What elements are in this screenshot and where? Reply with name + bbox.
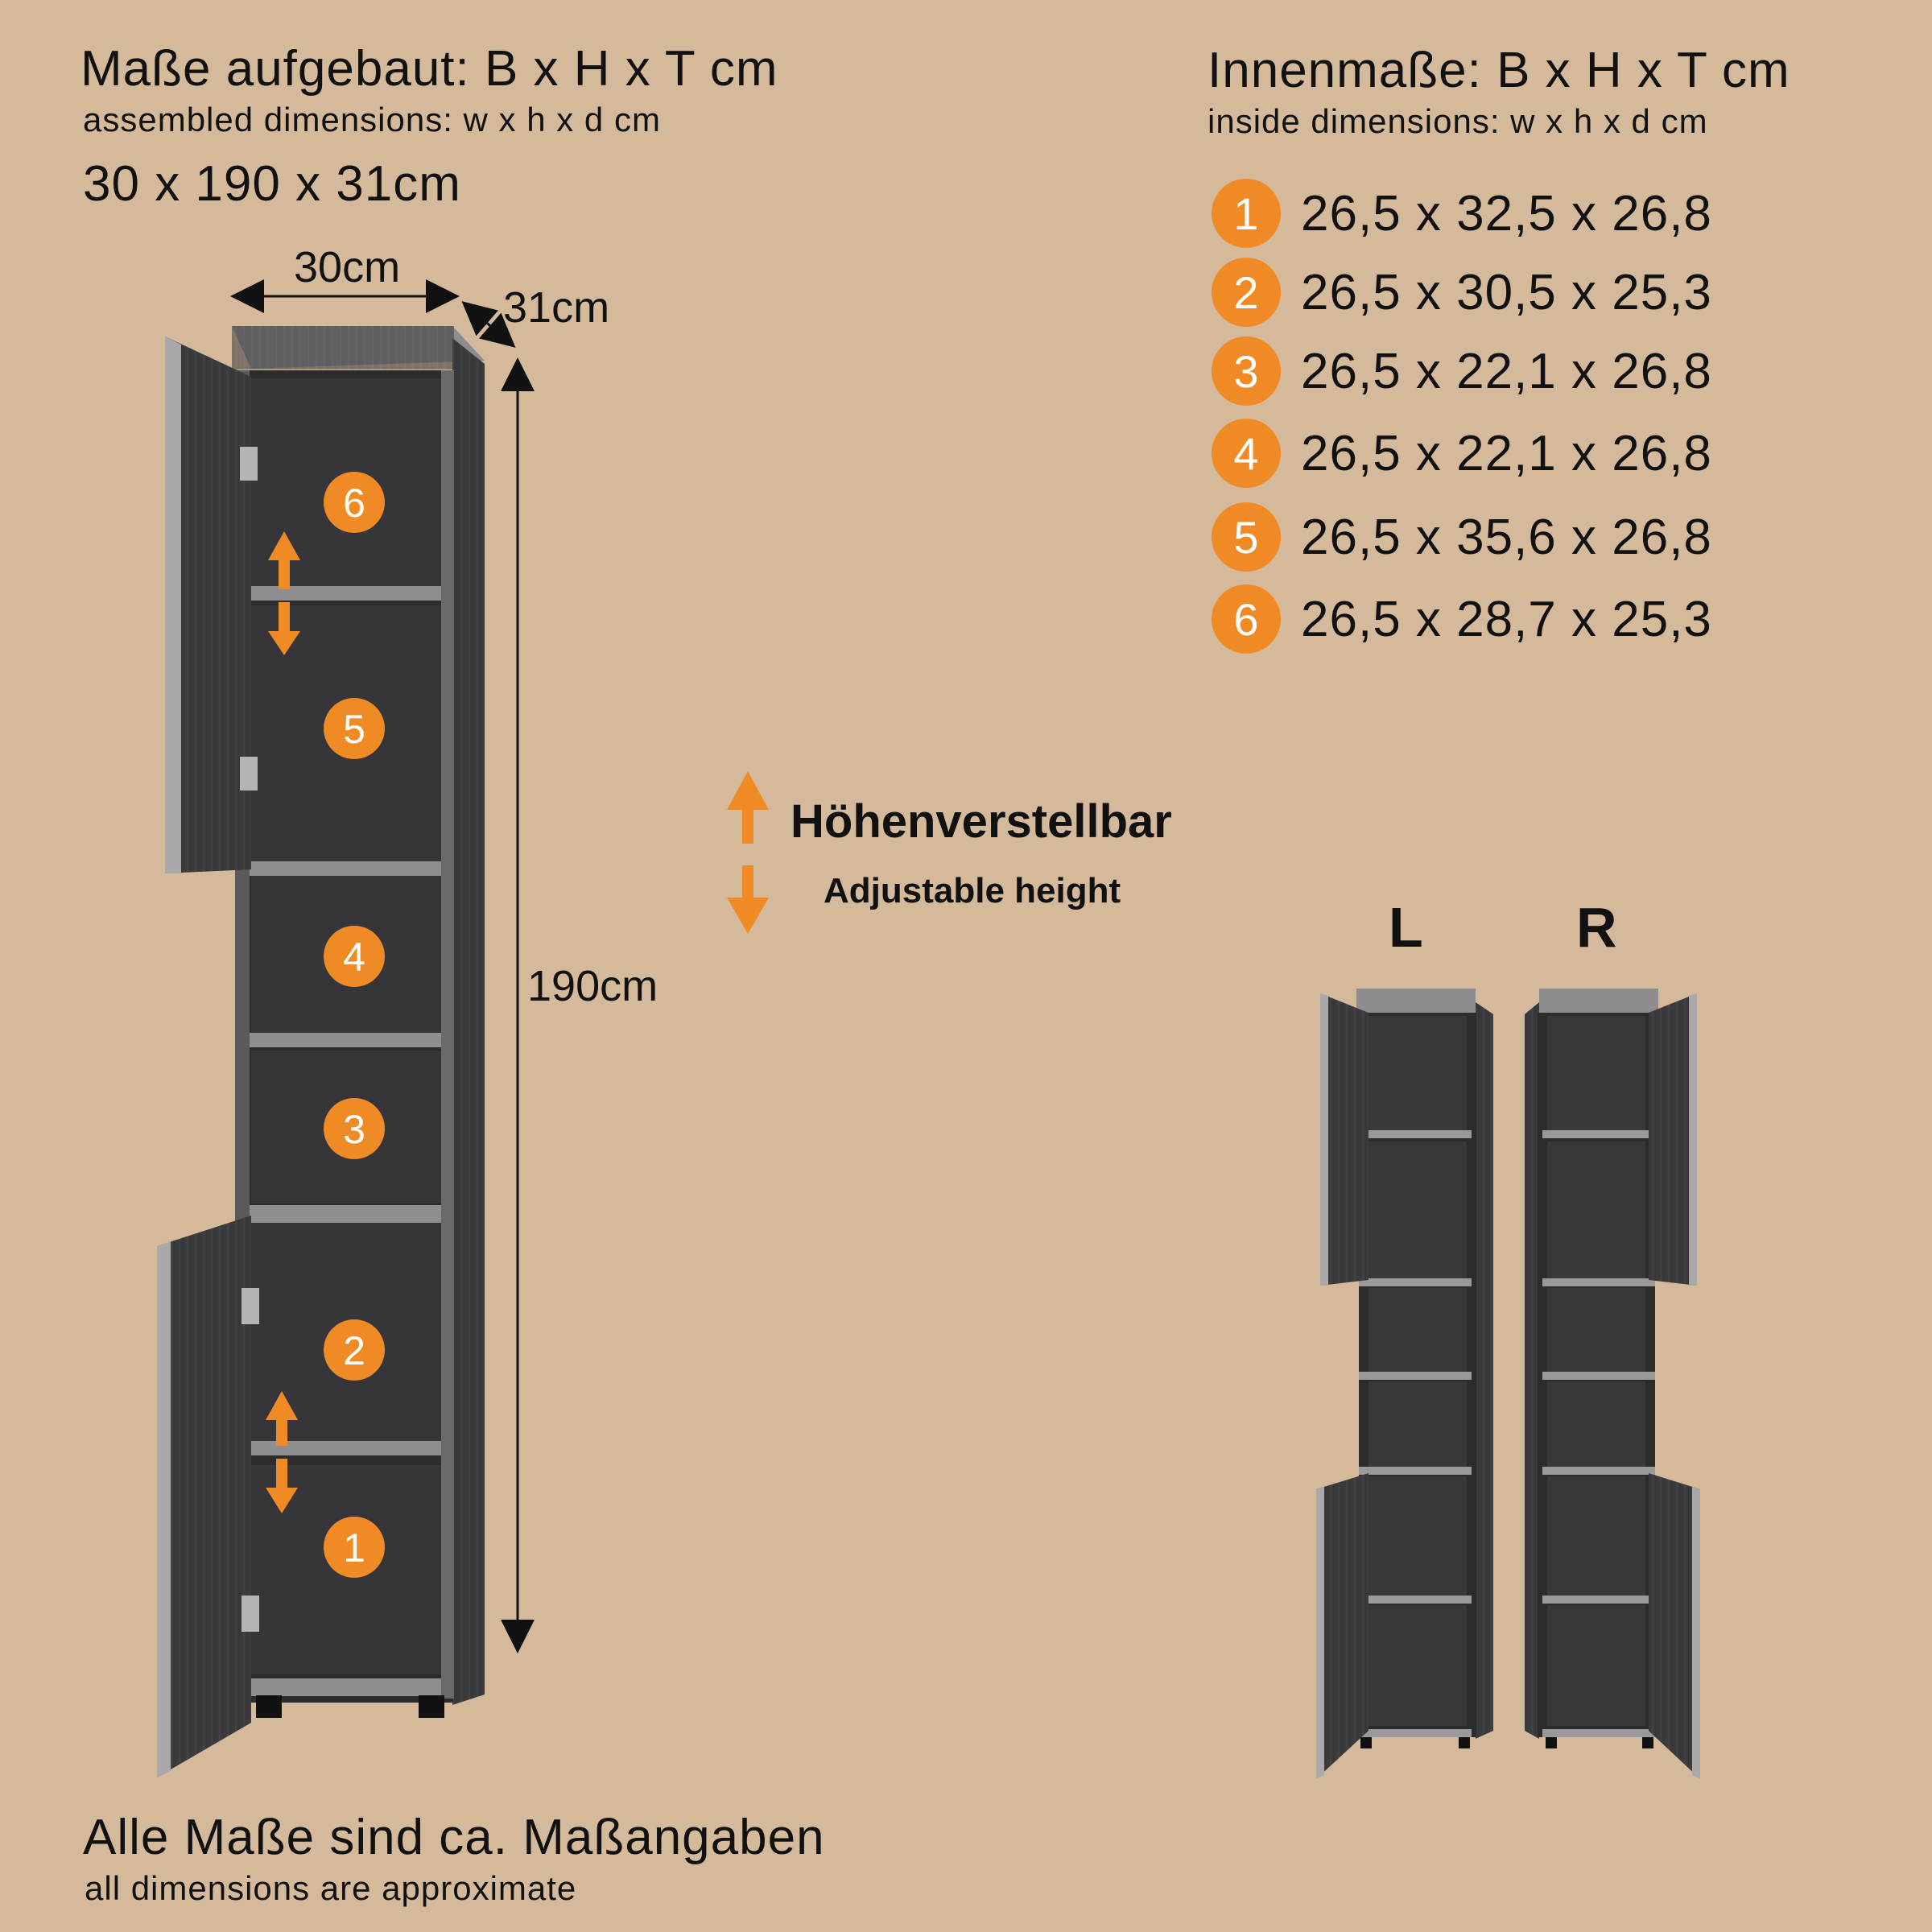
compartment-label-3: 3 bbox=[343, 1107, 365, 1152]
inside-row-1: 1 26,5 x 32,5 x 26,8 bbox=[1212, 179, 1712, 248]
footer-en: all dimensions are approximate bbox=[85, 1869, 577, 1907]
compartment-label-1: 1 bbox=[343, 1525, 365, 1571]
variant-left-label: L bbox=[1389, 896, 1423, 959]
inside-value: 26,5 x 30,5 x 25,3 bbox=[1301, 264, 1712, 320]
compartment-badge-4 bbox=[324, 926, 385, 987]
inside-value: 26,5 x 22,1 x 26,8 bbox=[1301, 425, 1712, 481]
assembled-title: Maße aufgebaut: B x H x T cm bbox=[80, 41, 778, 97]
inside-value: 26,5 x 32,5 x 26,8 bbox=[1301, 185, 1712, 242]
compartment-badge-3 bbox=[324, 1098, 385, 1159]
number-badge: 4 bbox=[1212, 419, 1281, 488]
depth-label: 31cm bbox=[503, 283, 610, 332]
inside-row-5: 5 26,5 x 35,6 x 26,8 bbox=[1212, 502, 1712, 572]
shelf bbox=[237, 1441, 443, 1455]
compartment-label-2: 2 bbox=[343, 1328, 365, 1373]
cabinet-foot bbox=[256, 1695, 282, 1718]
hinge bbox=[242, 1596, 259, 1632]
shelf bbox=[237, 1205, 443, 1223]
variant-left-cabinet bbox=[1316, 989, 1493, 1779]
width-label: 30cm bbox=[294, 243, 401, 291]
adjust-arrow-up-icon bbox=[268, 531, 300, 589]
assembled-subtitle: assembled dimensions: w x h x d cm bbox=[83, 101, 661, 138]
shelf bbox=[237, 861, 443, 876]
inside-row-2: 2 26,5 x 30,5 x 25,3 bbox=[1212, 258, 1712, 327]
adjustable-label-en: Adjustable height bbox=[824, 871, 1121, 910]
inside-subtitle: inside dimensions: w x h x d cm bbox=[1208, 102, 1708, 140]
lower-door bbox=[157, 1216, 251, 1777]
compartment-badge-5 bbox=[324, 698, 385, 759]
legend-arrow-up-icon bbox=[727, 771, 769, 844]
adjustable-label-de: Höhenverstellbar bbox=[791, 795, 1172, 848]
upper-door bbox=[165, 336, 251, 873]
hinge bbox=[240, 447, 258, 481]
compartment-badge-1 bbox=[324, 1517, 385, 1578]
hinge bbox=[242, 1288, 259, 1324]
shelf bbox=[237, 1033, 443, 1047]
legend-arrow-down-icon bbox=[727, 865, 769, 934]
assembled-value: 30 x 190 x 31cm bbox=[83, 156, 461, 212]
cabinet-foot bbox=[419, 1695, 444, 1718]
compartment-label-5: 5 bbox=[343, 707, 365, 752]
inside-value: 26,5 x 35,6 x 26,8 bbox=[1301, 509, 1712, 565]
hinge bbox=[240, 757, 258, 791]
compartment-label-6: 6 bbox=[343, 481, 365, 526]
number-badge: 2 bbox=[1212, 258, 1281, 327]
compartment-badge-2 bbox=[324, 1319, 385, 1381]
compartment-badge-6 bbox=[324, 472, 385, 533]
inside-value: 26,5 x 28,7 x 25,3 bbox=[1301, 591, 1712, 647]
inside-row-4: 4 26,5 x 22,1 x 26,8 bbox=[1212, 419, 1712, 488]
adjust-arrow-down-icon bbox=[268, 602, 300, 655]
footer-de: Alle Maße sind ca. Maßangaben bbox=[83, 1810, 825, 1865]
adjust-arrow-up-icon bbox=[266, 1391, 298, 1446]
inside-value: 26,5 x 22,1 x 26,8 bbox=[1301, 343, 1712, 399]
compartment-label-4: 4 bbox=[343, 935, 365, 980]
height-label: 190cm bbox=[527, 962, 658, 1010]
shelf bbox=[237, 1678, 447, 1696]
cabinet-top-front bbox=[232, 326, 454, 369]
variant-right-label: R bbox=[1576, 896, 1617, 959]
adjust-arrow-down-icon bbox=[266, 1459, 298, 1513]
variant-right-cabinet bbox=[1525, 989, 1700, 1779]
shelf bbox=[237, 586, 443, 601]
number-badge: 6 bbox=[1212, 584, 1281, 654]
number-badge: 5 bbox=[1212, 502, 1281, 572]
number-badge: 3 bbox=[1212, 336, 1281, 406]
depth-measure-line bbox=[461, 301, 516, 348]
number-badge: 1 bbox=[1212, 179, 1281, 248]
inside-row-6: 6 26,5 x 28,7 x 25,3 bbox=[1212, 584, 1712, 654]
inside-title: Innenmaße: B x H x T cm bbox=[1208, 43, 1790, 98]
cabinet-side bbox=[452, 338, 485, 1705]
inside-row-3: 3 26,5 x 22,1 x 26,8 bbox=[1212, 336, 1712, 406]
